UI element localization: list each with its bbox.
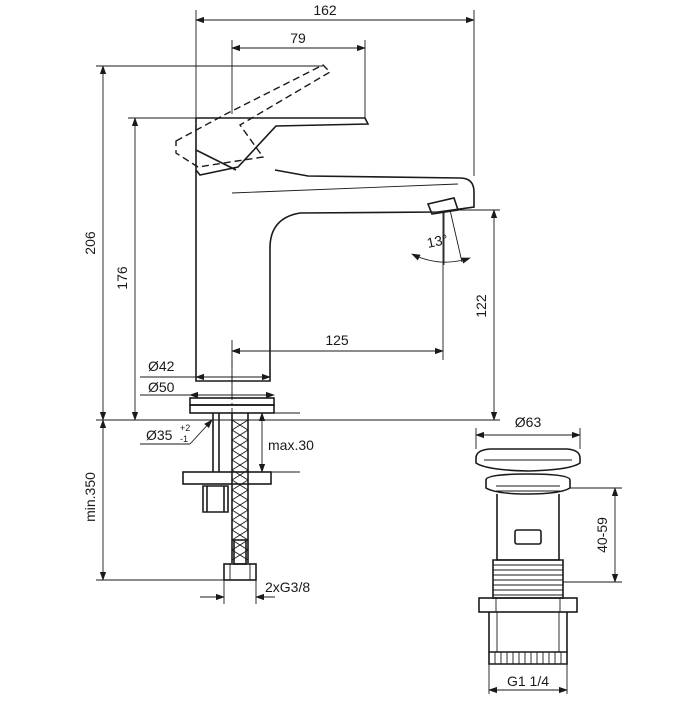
faucet-dimension-labels: 162 79 206 176 122 125 Ø42 Ø50 Ø35 +2 -1… [82, 2, 489, 595]
dim-waste-thread: G1 1/4 [507, 673, 549, 689]
dim-width-total: 162 [313, 2, 337, 18]
dim-diameter-35-tol-minus: -1 [180, 434, 188, 444]
faucet-body [195, 169, 475, 382]
dim-diameter-35-tol-plus: +2 [180, 423, 190, 433]
dim-waste-range: 40-59 [594, 517, 610, 553]
threaded-rod [212, 413, 220, 472]
waste-tailpiece [488, 612, 568, 653]
waste-overflow-slot [514, 529, 542, 545]
faucet-drawing [175, 64, 475, 581]
waste-thread-upper [492, 559, 564, 599]
waste-thread-lower [488, 652, 568, 665]
waste-body [496, 494, 560, 561]
dim-spout-reach: 125 [325, 332, 349, 348]
dim-angle: 13° [425, 231, 449, 251]
dim-max-30: max.30 [268, 437, 314, 453]
waste-nut [478, 597, 578, 613]
dim-waste-diameter: Ø63 [515, 414, 542, 430]
dim-diameter-35: Ø35 [146, 427, 173, 443]
fixing-nut [202, 485, 229, 513]
spout-inner-line [231, 183, 459, 194]
waste-drawing [475, 448, 581, 665]
braided-hose [223, 413, 257, 581]
dim-spout-height: 122 [473, 294, 489, 318]
lever-handle [195, 117, 370, 176]
dim-diameter-50: Ø50 [148, 379, 175, 395]
waste-cap [475, 448, 581, 472]
dim-diameter-42: Ø42 [148, 358, 175, 374]
hose-nut [223, 563, 257, 581]
waste-dimensions [475, 428, 622, 694]
lever-joint [195, 149, 237, 171]
faucet-dimensions [96, 10, 500, 604]
dim-hoses: 2xG3/8 [265, 579, 310, 595]
fixing-plate [182, 471, 272, 485]
waste-dimension-labels: Ø63 40-59 G1 1/4 [507, 414, 610, 689]
dim-lever-reach: 79 [290, 30, 306, 46]
dim-height-total: 206 [82, 231, 98, 255]
dim-min-350: min.350 [82, 472, 98, 522]
lever-raised-position [175, 64, 332, 168]
dim-body-height: 176 [114, 266, 130, 290]
